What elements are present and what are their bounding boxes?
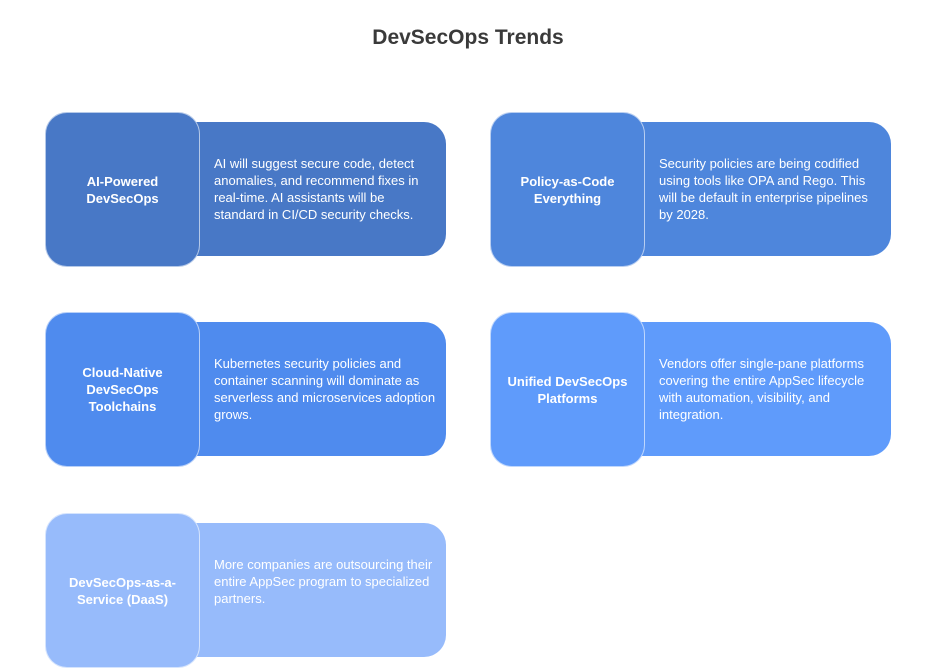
trend-label: Unified DevSecOps Platforms — [490, 312, 645, 467]
trend-label: AI-Powered DevSecOps — [45, 112, 200, 267]
trend-description: Vendors offer single-pane platforms cove… — [641, 322, 891, 456]
trend-card-unified-platforms: Unified DevSecOps Platforms Vendors offe… — [490, 312, 891, 467]
trend-card-cloud-native: Cloud-Native DevSecOps Toolchains Kubern… — [45, 312, 446, 467]
trend-card-ai-powered: AI-Powered DevSecOps AI will suggest sec… — [45, 112, 446, 267]
trend-description: Security policies are being codified usi… — [641, 122, 891, 256]
trend-label: DevSecOps-as-a-Service (DaaS) — [45, 513, 200, 668]
trend-card-daas: DevSecOps-as-a-Service (DaaS) More compa… — [45, 513, 446, 668]
trend-card-policy-as-code: Policy-as-Code Everything Security polic… — [490, 112, 891, 267]
trend-label: Policy-as-Code Everything — [490, 112, 645, 267]
trend-label: Cloud-Native DevSecOps Toolchains — [45, 312, 200, 467]
trend-description: Kubernetes security policies and contain… — [196, 322, 446, 456]
trend-description: More companies are outsourcing their ent… — [196, 523, 446, 657]
trend-description: AI will suggest secure code, detect anom… — [196, 122, 446, 256]
diagram-title: DevSecOps Trends — [372, 26, 564, 49]
